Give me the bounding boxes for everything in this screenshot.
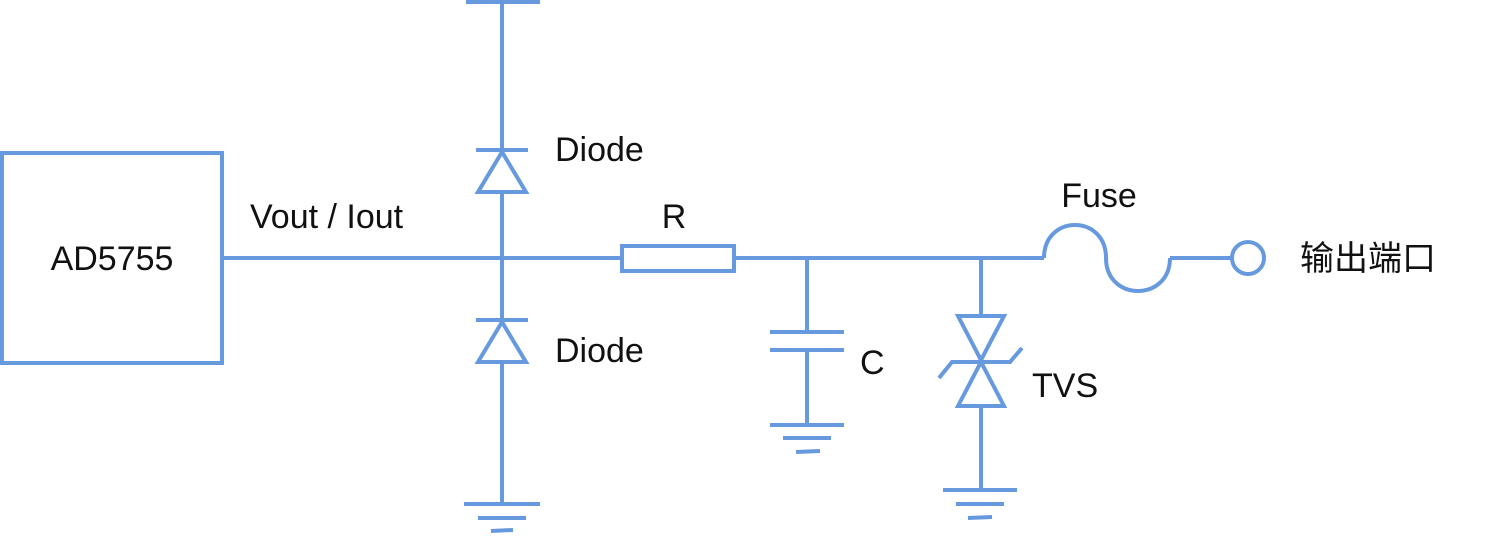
capacitor-label: C: [860, 344, 885, 382]
fuse: Fuse: [1042, 177, 1172, 293]
capacitor: C: [770, 258, 885, 454]
ground-icon: [464, 502, 540, 533]
resistor-label: R: [662, 198, 687, 236]
diode-bottom-label: Diode: [555, 332, 644, 370]
ground-icon: [770, 423, 844, 454]
diode-top: Diode: [466, 0, 644, 258]
signal-label: Vout / Iout: [250, 198, 404, 236]
ground-icon: [943, 488, 1017, 520]
diode-bottom: Diode: [464, 258, 644, 533]
fuse-label: Fuse: [1061, 177, 1137, 215]
output-terminal-icon: [1230, 240, 1266, 276]
diode-top-label: Diode: [555, 131, 644, 169]
tvs-diode: TVS: [937, 258, 1098, 520]
tvs-label: TVS: [1032, 367, 1098, 405]
ad5755-chip: AD5755: [0, 151, 224, 365]
resistor: R: [620, 198, 736, 273]
output-port-label: 输出端口: [1300, 239, 1436, 279]
chip-label: AD5755: [51, 240, 174, 278]
